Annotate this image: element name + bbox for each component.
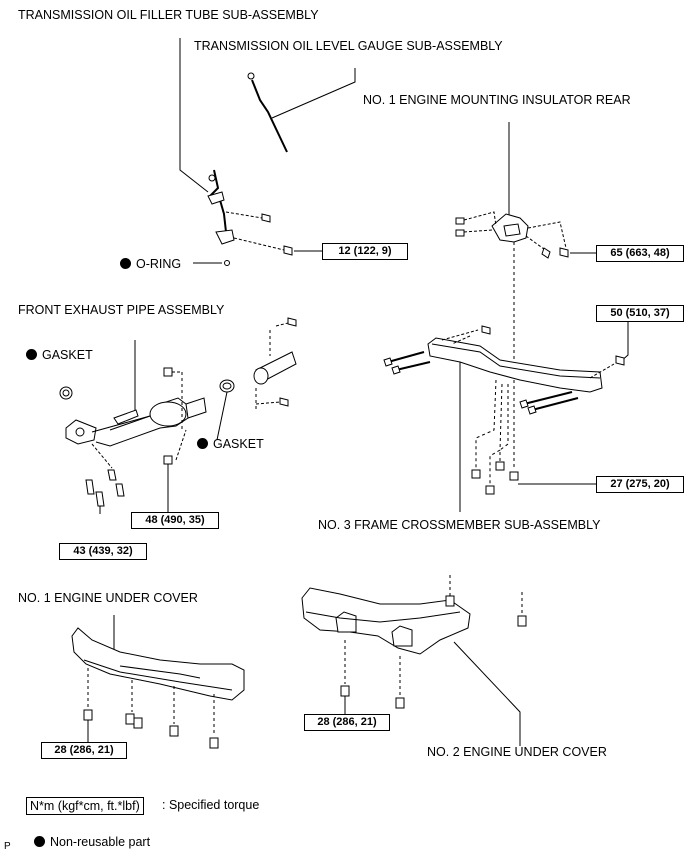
exhaust-pipe-label: FRONT EXHAUST PIPE ASSEMBLY [18, 303, 225, 317]
o-ring-label: O-RING [120, 257, 181, 271]
under-cover-2-label: NO. 2 ENGINE UNDER COVER [427, 745, 607, 759]
non-reusable-dot-icon [34, 836, 45, 847]
corner-mark: P [4, 841, 11, 852]
torque-box-exhaust-stud: 43 (439, 32) [59, 543, 147, 560]
gasket-right-text: GASKET [213, 437, 264, 451]
under-cover-1-group [71, 615, 245, 749]
legend-torque-desc: : Specified torque [162, 798, 260, 812]
level-gauge-label: TRANSMISSION OIL LEVEL GAUGE SUB-ASSEMBL… [194, 39, 503, 53]
torque-box-under-cover-1: 28 (286, 21) [41, 742, 127, 759]
level-gauge-group [247, 68, 356, 153]
under-cover-2-group [301, 575, 527, 746]
torque-box-exhaust-nut: 48 (490, 35) [131, 512, 219, 529]
under-cover-1-label: NO. 1 ENGINE UNDER COVER [18, 591, 198, 605]
gasket-left-label: GASKET [26, 348, 93, 362]
torque-box-crossmember-nut: 50 (510, 37) [596, 305, 684, 322]
o-ring-text: O-RING [136, 257, 182, 271]
mount-insulator-group [455, 122, 596, 470]
torque-box-crossmember-bolt: 27 (275, 20) [596, 476, 684, 493]
gasket-left-text: GASKET [42, 348, 93, 362]
filler-tube-group [179, 38, 322, 266]
torque-box-under-cover-2: 28 (286, 21) [304, 714, 390, 731]
non-reusable-dot-icon [120, 258, 131, 269]
legend-non-reusable: Non-reusable part [34, 835, 150, 849]
legend-non-reusable-text: Non-reusable part [50, 835, 151, 849]
non-reusable-dot-icon [197, 438, 208, 449]
crossmember-label: NO. 3 FRAME CROSSMEMBER SUB-ASSEMBLY [318, 518, 601, 532]
filler-tube-label: TRANSMISSION OIL FILLER TUBE SUB-ASSEMBL… [18, 8, 319, 22]
exhaust-pipe-group [59, 317, 297, 514]
non-reusable-dot-icon [26, 349, 37, 360]
legend-torque-unit: N*m (kgf*cm, ft.*lbf) [26, 797, 144, 815]
mount-insulator-label: NO. 1 ENGINE MOUNTING INSULATOR REAR [363, 93, 631, 107]
torque-box-mount-insulator: 65 (663, 48) [596, 245, 684, 262]
torque-box-filler-tube: 12 (122, 9) [322, 243, 408, 260]
gasket-right-label: GASKET [197, 437, 264, 451]
crossmember-group [383, 320, 629, 512]
